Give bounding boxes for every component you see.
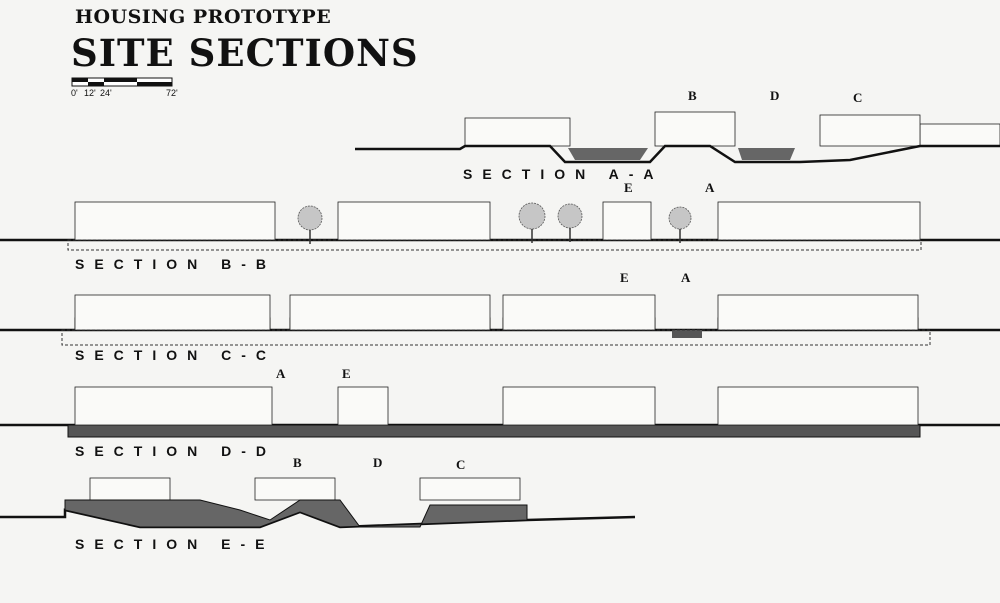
section-label: SECTION A-A (463, 166, 663, 182)
section-label: SECTION D-D (75, 443, 276, 459)
scale-bar: 0' 12' 24' 72' (71, 77, 178, 98)
section-label: SECTION C-C (75, 347, 276, 363)
building-block (289, 294, 491, 331)
marker-a: A (705, 180, 715, 195)
building-block (337, 386, 389, 426)
underground-outline (67, 239, 922, 251)
marker-c: C (853, 90, 862, 105)
marker-b: B (688, 88, 697, 103)
building-block (717, 386, 919, 426)
section-label: SECTION E-E (75, 536, 274, 552)
section-b-b: E A SECTION B-B (0, 180, 1000, 272)
scale-label-24: 24' (100, 88, 112, 98)
marker-a: A (681, 270, 691, 285)
marker-e: E (624, 180, 633, 195)
section-d-d: A E SECTION D-D (0, 366, 1000, 459)
building-block (717, 294, 919, 331)
building-block (717, 201, 921, 241)
building-block (74, 294, 271, 331)
title-line1: HOUSING PROTOTYPE (75, 6, 331, 28)
building-block (254, 477, 336, 501)
scale-label-12: 12' (84, 88, 96, 98)
building-block (502, 386, 656, 426)
building-block (74, 386, 273, 426)
marker-a: A (276, 366, 286, 381)
marker-e: E (342, 366, 351, 381)
section-e-e: B D C SECTION E-E (0, 455, 636, 552)
ground-line (355, 144, 1000, 164)
building-block (602, 201, 652, 241)
section-c-c: E A SECTION C-C (0, 270, 1000, 363)
scale-label-72: 72' (166, 88, 178, 98)
section-fill (64, 499, 528, 528)
walkway (919, 123, 1000, 147)
marker-b: B (293, 455, 302, 470)
title-block: HOUSING PROTOTYPE SITE SECTIONS (71, 6, 419, 75)
building-block (74, 201, 276, 241)
building-block (464, 117, 571, 147)
section-label: SECTION B-B (75, 256, 276, 272)
scale-label-0: 0' (71, 88, 78, 98)
sunken-court (568, 148, 648, 160)
tree-icon (518, 202, 546, 230)
section-a-a: B D C SECTION A-A (355, 88, 1000, 182)
marker-d: D (373, 455, 382, 470)
building-block (654, 111, 736, 147)
underground-outline (61, 329, 931, 346)
marker-d: D (770, 88, 779, 103)
base-band (67, 424, 921, 438)
marker-e: E (620, 270, 629, 285)
tree-icon (297, 205, 323, 231)
building-block (819, 114, 921, 147)
marker-c: C (456, 457, 465, 472)
sunken-court (672, 330, 702, 338)
building-block (89, 477, 171, 501)
sunken-court (738, 148, 795, 160)
building-block (502, 294, 656, 331)
tree-icon (557, 203, 583, 229)
building-block (337, 201, 491, 241)
building-block (419, 477, 521, 501)
tree-icon (668, 206, 692, 230)
title-line2: SITE SECTIONS (71, 31, 419, 75)
